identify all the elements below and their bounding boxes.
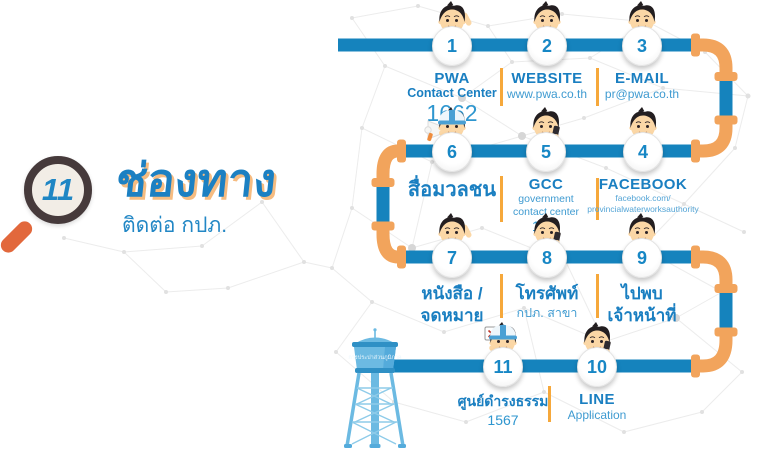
channel-node-1: 1 PWA Contact Center 1662 bbox=[387, 0, 517, 126]
channel-number-badge: 4 bbox=[623, 132, 663, 172]
channel-node-8: 8 โทรศัพท์ กปภ. สาขา bbox=[482, 212, 612, 321]
logo-subheading: ติดต่อ กปภ. bbox=[122, 214, 228, 237]
channel-number: 6 bbox=[446, 141, 457, 162]
channel-label-line: กปภ. สาขา bbox=[516, 306, 578, 321]
channel-label: ไปพบ เจ้าหน้าที่ bbox=[608, 283, 677, 327]
channel-number-badge: 7 bbox=[432, 238, 472, 278]
channel-label-line: 1567 bbox=[487, 411, 519, 428]
channel-label: WEBSITE www.pwa.co.th bbox=[506, 70, 588, 102]
channel-label-line: contact center bbox=[513, 205, 579, 218]
magnifier-icon: 11 bbox=[0, 156, 92, 256]
channel-number-badge: 11 bbox=[483, 347, 523, 387]
logo-number: 11 bbox=[41, 172, 75, 207]
channel-number: 3 bbox=[636, 35, 647, 56]
channel-label-line: www.pwa.co.th bbox=[506, 87, 588, 102]
channel-label-line: LINE bbox=[579, 391, 615, 408]
channel-label-line: สื่อมวลชน bbox=[407, 179, 497, 201]
channel-number: 11 bbox=[493, 356, 513, 377]
channel-number-badge: 5 bbox=[526, 132, 566, 172]
channel-node-3: 3 E-MAIL pr@pwa.co.th bbox=[577, 0, 707, 102]
channel-label: โทรศัพท์ กปภ. สาขา bbox=[516, 283, 579, 321]
channel-number: 7 bbox=[446, 247, 457, 268]
channel-label-line: FACEBOOK bbox=[598, 176, 688, 193]
water-tower-icon: การประปาส่วนภูมิภาค bbox=[344, 328, 406, 448]
channel-node-11: 11 ศูนย์ดำรงธรรม 1567 bbox=[438, 321, 568, 429]
channel-node-5: 5 GCC government contact center 1111 bbox=[481, 106, 611, 236]
channel-number-badge: 1 bbox=[432, 26, 472, 66]
channel-label-line: ศูนย์ดำรงธรรม bbox=[457, 393, 549, 409]
channel-number-badge: 8 bbox=[527, 238, 567, 278]
channel-label-line: Application bbox=[567, 408, 627, 423]
channel-label-line: E-MAIL bbox=[614, 70, 670, 87]
channel-label-line: จดหมาย bbox=[420, 306, 484, 326]
logo-heading: ช่องทาง bbox=[113, 154, 279, 206]
channel-label: ศูนย์ดำรงธรรม 1567 bbox=[458, 392, 549, 429]
channel-number-badge: 10 bbox=[577, 347, 617, 387]
channel-label: สื่อมวลชน bbox=[408, 177, 496, 204]
channel-number: 1 bbox=[446, 35, 457, 56]
channel-number-badge: 9 bbox=[622, 238, 662, 278]
channel-label: หนังสือ / จดหมาย bbox=[421, 283, 484, 327]
channel-label-line: PWA bbox=[434, 70, 470, 87]
channel-node-7: 7 หนังสือ / จดหมาย bbox=[387, 212, 517, 327]
channel-label-line: ไปพบ bbox=[621, 284, 663, 303]
channel-label: FACEBOOK facebook.com/ provincialwaterwo… bbox=[587, 176, 699, 214]
channel-number-badge: 6 bbox=[432, 132, 472, 172]
channel-number: 2 bbox=[541, 35, 552, 56]
channel-label: LINE Application bbox=[567, 391, 627, 423]
channel-node-4: 4 FACEBOOK facebook.com/ provincialwater… bbox=[578, 106, 708, 214]
channel-label-line: facebook.com/ bbox=[615, 193, 671, 204]
channel-number: 4 bbox=[637, 141, 648, 162]
channel-number-badge: 3 bbox=[622, 26, 662, 66]
pipe-joint-collars bbox=[371, 33, 738, 378]
channel-number: 9 bbox=[636, 247, 647, 268]
water-tower-label: การประปาส่วนภูมิภาค bbox=[348, 354, 402, 361]
channel-label: GCC government contact center 1111 bbox=[513, 176, 579, 236]
magnifier-lens bbox=[24, 156, 92, 224]
channel-number-badge: 2 bbox=[527, 26, 567, 66]
channel-label-line: เจ้าหน้าที่ bbox=[607, 306, 677, 326]
label-dividers bbox=[500, 68, 599, 422]
channel-label-line: GCC bbox=[528, 176, 564, 193]
channel-node-6: 6 สื่อมวลชน bbox=[387, 106, 517, 204]
channel-label-line: provincialwaterworksauthority bbox=[587, 203, 699, 214]
channel-label-line: โทรศัพท์ bbox=[515, 284, 579, 303]
channel-label-line: pr@pwa.co.th bbox=[604, 87, 680, 102]
channel-node-2: 2 WEBSITE www.pwa.co.th bbox=[482, 0, 612, 102]
channel-node-10: 10 LINE Application bbox=[532, 321, 662, 423]
channel-number: 8 bbox=[541, 247, 552, 268]
channel-number: 5 bbox=[540, 141, 551, 162]
channel-label-line: WEBSITE bbox=[511, 70, 583, 87]
channel-node-9: 9 ไปพบ เจ้าหน้าที่ bbox=[577, 212, 707, 327]
channel-label: E-MAIL pr@pwa.co.th bbox=[604, 70, 680, 102]
channel-number: 10 bbox=[586, 356, 608, 377]
channel-label-line: Contact Center bbox=[407, 86, 497, 101]
channel-label-line: หนังสือ / bbox=[421, 284, 483, 303]
channel-label-line: government bbox=[518, 193, 574, 206]
